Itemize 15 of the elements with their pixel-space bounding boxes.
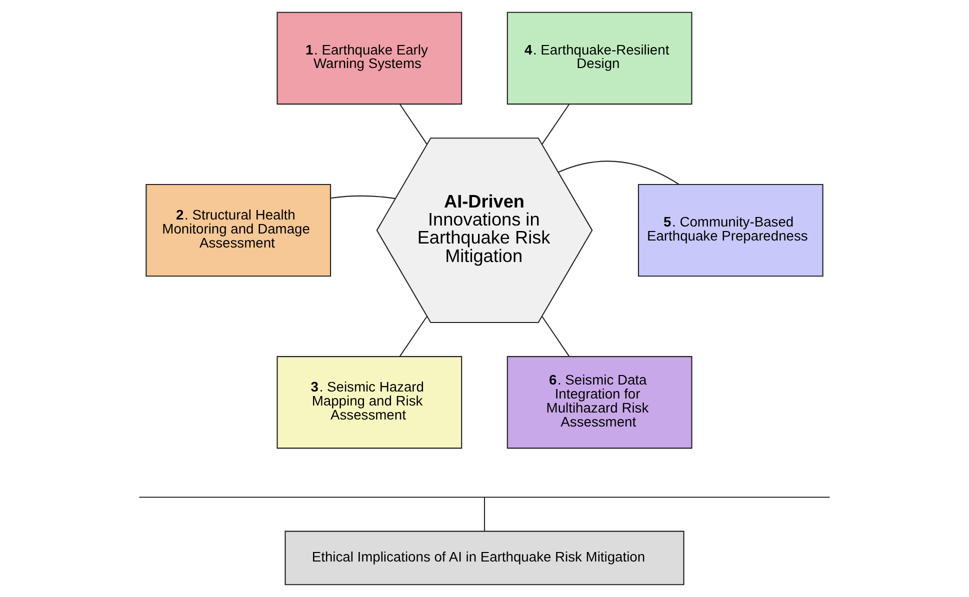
node-box: 5. Community-Based Earthquake Preparedness: [638, 184, 824, 277]
connector: [542, 104, 570, 144]
node-box: 6. Seismic Data Integration for Multihazard Risk Assessment: [506, 356, 692, 449]
node-box: Ethical Implications of AI in Earthquake Risk Mitigation: [284, 530, 684, 586]
node-box: 4. Earthquake-Resilient Design: [506, 12, 692, 105]
connector: [330, 195, 396, 200]
connector: [558, 160, 680, 185]
node-box: 1. Earthquake Early Warning Systems: [276, 12, 462, 105]
connector: [542, 316, 570, 357]
connector: [400, 316, 428, 357]
connector: [400, 104, 428, 144]
node-box: 3. Seismic Hazard Mapping and Risk Assessment: [276, 356, 462, 449]
node-box: 2. Structural Health Monitoring and Damage Assessment: [146, 184, 332, 277]
node-bracket: [139, 496, 830, 498]
connector: [484, 497, 486, 532]
